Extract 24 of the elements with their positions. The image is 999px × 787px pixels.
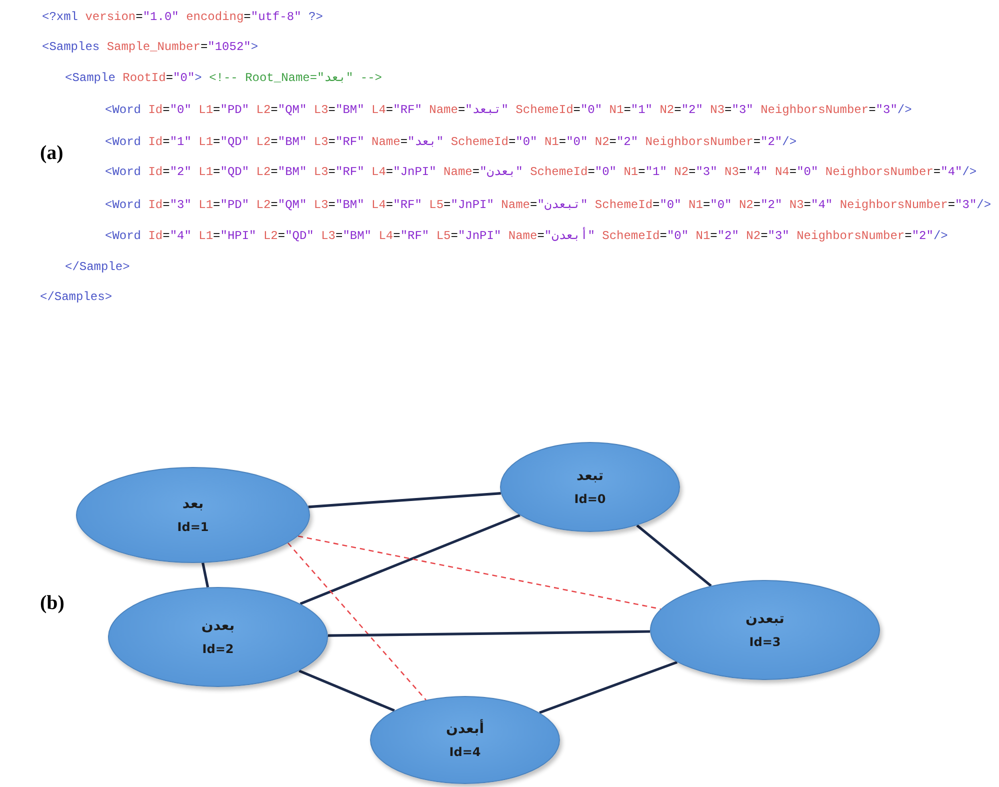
panel-label: (a) — [40, 142, 64, 165]
node-word: بعد — [182, 496, 204, 512]
xml-code-line: </Samples> — [40, 290, 112, 304]
xml-code-line: <Samples Sample_Number="1052"> — [42, 40, 258, 54]
node-id: Id=1 — [177, 520, 209, 534]
connector-line — [328, 630, 650, 637]
xml-code-line: </Sample> — [65, 260, 130, 274]
node-id: Id=3 — [749, 635, 781, 649]
dashed-connector — [288, 542, 426, 700]
panel-label: (b) — [40, 592, 64, 615]
connector-line — [539, 660, 678, 714]
node-word: بعدن — [201, 618, 235, 634]
node-word: تبعدن — [746, 611, 784, 627]
connector-line — [636, 524, 712, 587]
node-word: أبعدن — [446, 721, 484, 737]
connector-line — [300, 514, 520, 605]
connector-line — [202, 562, 210, 588]
node-id: Id=4 — [449, 745, 481, 759]
node-word: تبعد — [576, 468, 604, 484]
xml-code-line: <?xml version="1.0" encoding="utf-8" ?> — [42, 10, 323, 24]
connector-line — [308, 492, 501, 508]
connector-line — [298, 670, 395, 712]
node-id: Id=2 — [202, 642, 234, 656]
node-id: Id=0 — [574, 492, 606, 506]
